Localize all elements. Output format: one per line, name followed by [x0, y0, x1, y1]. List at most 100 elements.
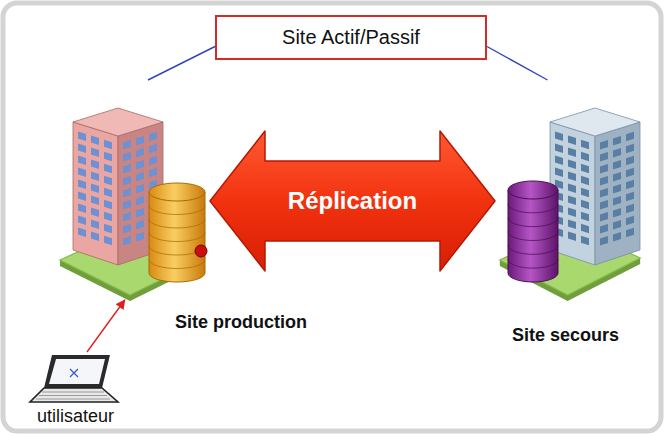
window [149, 156, 157, 165]
window [581, 140, 589, 149]
window [600, 236, 608, 245]
window [568, 136, 576, 145]
frame [3, 3, 661, 431]
window [78, 144, 86, 153]
window [123, 224, 131, 233]
window [104, 164, 112, 173]
window [626, 156, 634, 165]
cursor-mark [70, 369, 78, 377]
database-body [149, 192, 205, 282]
window [581, 176, 589, 185]
windows [555, 132, 589, 246]
key-row [42, 392, 104, 393]
window [555, 168, 563, 177]
window [123, 212, 131, 221]
window [613, 208, 621, 217]
database-band [508, 232, 558, 241]
database-band [508, 245, 558, 254]
window [123, 176, 131, 185]
window [581, 152, 589, 161]
window [149, 132, 157, 141]
site-label: Site secours [512, 325, 619, 346]
window [581, 236, 589, 245]
window [613, 220, 621, 229]
database-band [149, 206, 205, 215]
database-band [149, 260, 205, 269]
window [78, 204, 86, 213]
site-node: Site secours [495, 80, 645, 300]
window [136, 220, 144, 229]
window [123, 188, 131, 197]
window [136, 232, 144, 241]
site-label: Site production [175, 312, 307, 333]
window [568, 160, 576, 169]
window [136, 172, 144, 181]
window [123, 140, 131, 149]
database-band [149, 233, 205, 242]
window [91, 208, 99, 217]
connector [87, 300, 125, 352]
window [555, 144, 563, 153]
window [555, 156, 563, 165]
window [91, 232, 99, 241]
building-roof [550, 108, 640, 136]
database-top [149, 183, 205, 201]
building-face [595, 122, 640, 265]
site-label: utilisateur [18, 406, 133, 427]
laptop-screen-frame [44, 355, 110, 388]
window [568, 148, 576, 157]
window [78, 228, 86, 237]
key-row [36, 399, 110, 400]
window [581, 164, 589, 173]
window [136, 184, 144, 193]
window [91, 148, 99, 157]
window [600, 164, 608, 173]
window [613, 184, 621, 193]
window [104, 200, 112, 209]
window [600, 152, 608, 161]
connector [487, 47, 548, 81]
window [123, 236, 131, 245]
laptop-keyboard [30, 388, 118, 402]
window [123, 164, 131, 173]
title-box: Site Actif/Passif [215, 15, 487, 60]
windows [78, 132, 112, 246]
window [104, 140, 112, 149]
window [568, 196, 576, 205]
window [123, 152, 131, 161]
window [149, 168, 157, 177]
window [149, 144, 157, 153]
window [600, 188, 608, 197]
title-text: Site Actif/Passif [282, 26, 420, 49]
window [104, 236, 112, 245]
status-dot [195, 245, 207, 257]
window [78, 180, 86, 189]
database-band [508, 204, 558, 213]
connector [148, 47, 215, 81]
window [626, 144, 634, 153]
window [581, 224, 589, 233]
database-band [508, 218, 558, 227]
key-row [39, 395, 107, 396]
window [78, 132, 86, 141]
laptop-screen [49, 359, 105, 384]
window [104, 224, 112, 233]
window [626, 168, 634, 177]
window [613, 160, 621, 169]
window [136, 160, 144, 169]
database-band [508, 259, 558, 268]
window [626, 216, 634, 225]
window [613, 172, 621, 181]
windows [600, 132, 634, 246]
window [600, 200, 608, 209]
window [600, 212, 608, 221]
database-band [149, 219, 205, 228]
window [600, 176, 608, 185]
window [581, 212, 589, 221]
window [78, 216, 86, 225]
window [78, 156, 86, 165]
window [626, 180, 634, 189]
window [581, 200, 589, 209]
window [568, 172, 576, 181]
